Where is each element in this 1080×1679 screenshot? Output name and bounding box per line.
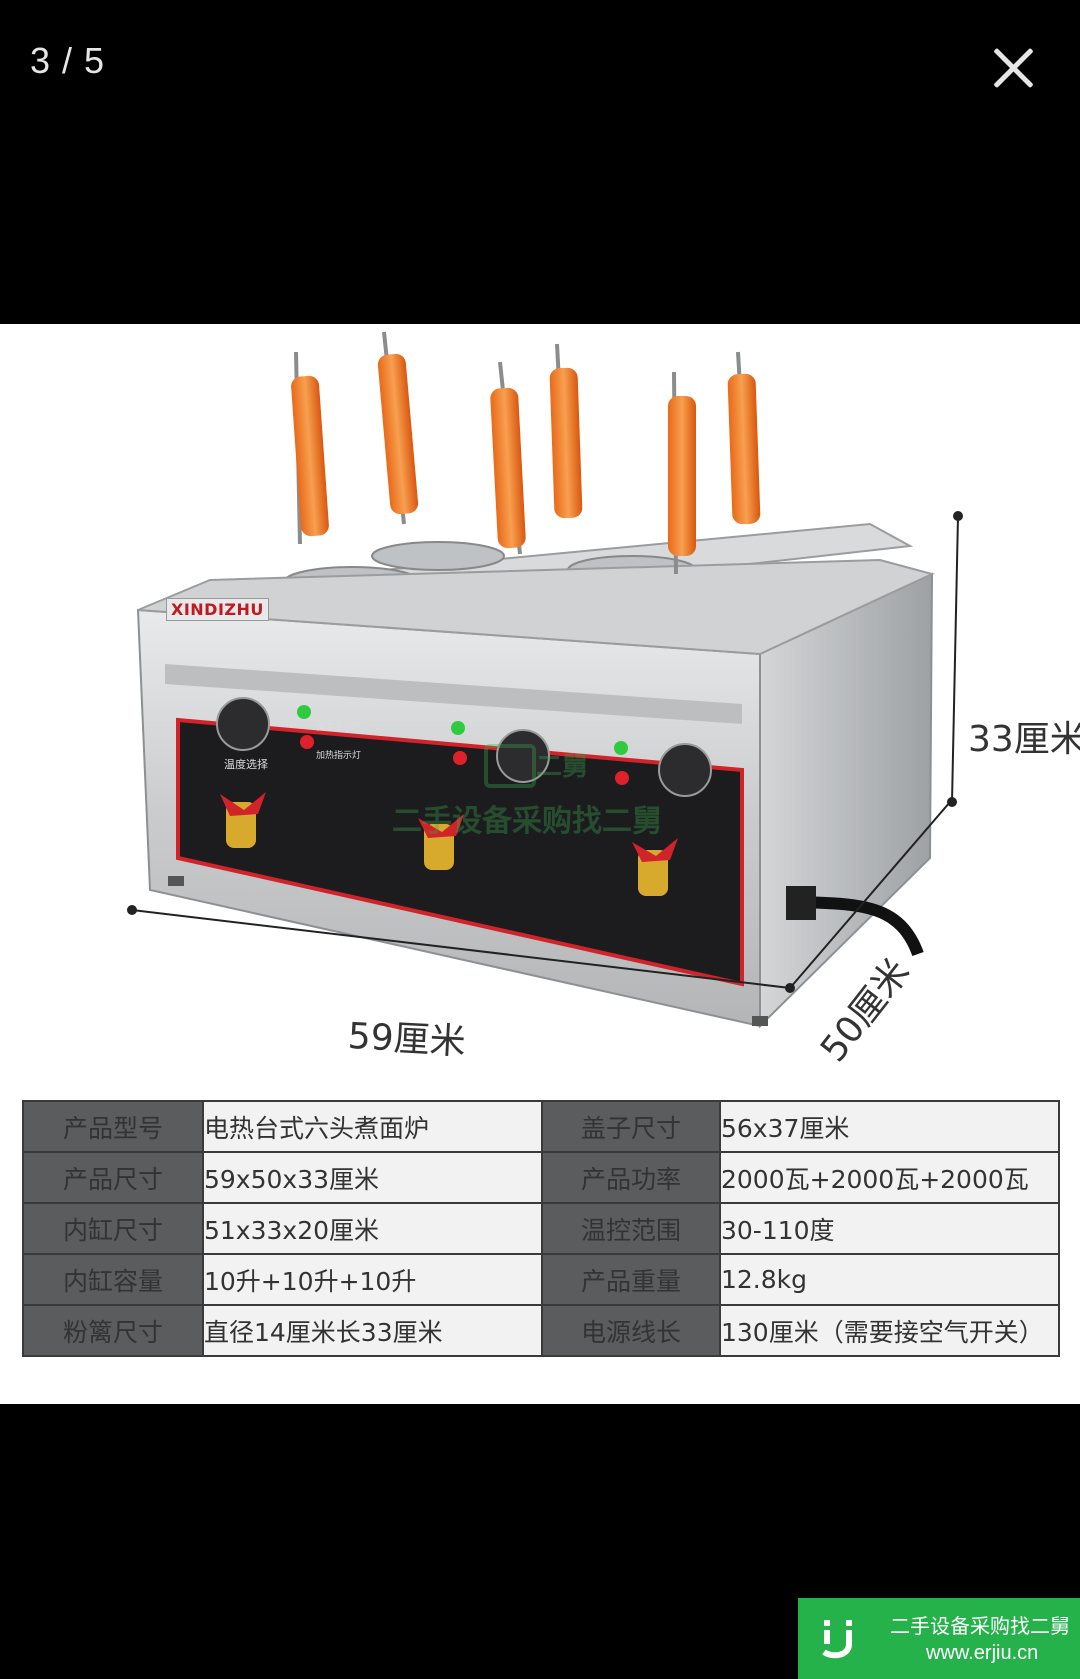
spec-value: 直径14厘米长33厘米 (202, 1304, 543, 1357)
spec-value: 12.8kg (719, 1253, 1060, 1306)
noodle-cooker-illustration (127, 331, 963, 1029)
spec-label: 温控范围 (541, 1202, 721, 1255)
height-dimension: 33厘米 (968, 719, 1080, 760)
spec-label: 盖子尺寸 (541, 1100, 721, 1153)
spec-label: 产品功率 (541, 1151, 721, 1204)
spec-label: 内缸尺寸 (22, 1202, 204, 1255)
spec-value: 56x37厘米 (719, 1100, 1060, 1153)
control-label: 加热指示灯 (316, 751, 362, 761)
spec-label: 产品重量 (541, 1253, 721, 1306)
width-dimension: 59厘米 (346, 1015, 467, 1064)
control-label: 恒温指示灯 (316, 723, 362, 733)
watermark-logo-icon (484, 744, 536, 788)
spec-value: 59x50x33厘米 (202, 1151, 543, 1204)
spec-value: 2000瓦+2000瓦+2000瓦 (719, 1151, 1060, 1204)
spec-label: 电源线长 (541, 1304, 721, 1357)
watermark-text: 二手设备采购找二舅 (392, 804, 662, 839)
brand-badge[interactable]: 二手设备采购找二舅 www.erjiu.cn (798, 1598, 1080, 1679)
spec-value: 10升+10升+10升 (202, 1253, 543, 1306)
control-label: 温度选择 (224, 758, 268, 771)
spec-label: 产品型号 (22, 1100, 204, 1153)
spec-value: 30-110度 (719, 1202, 1060, 1255)
image-counter: 3 / 5 (30, 40, 106, 81)
product-image: XINDIZHU 温度选择 恒温指示灯 加热指示灯 59厘米 33厘米 50厘米… (0, 324, 1080, 1404)
erjiu-logo-icon (822, 1620, 852, 1659)
brand-name: 二手设备采购找二舅 (890, 1614, 1070, 1638)
spec-value: 51x33x20厘米 (202, 1202, 543, 1255)
spec-value: 130厘米（需要接空气开关） (719, 1304, 1060, 1357)
brand-url: www.erjiu.cn (926, 1642, 1039, 1664)
brand-label: XINDIZHU (166, 598, 269, 621)
spec-label: 粉篱尺寸 (22, 1304, 204, 1357)
spec-value: 电热台式六头煮面炉 (202, 1100, 543, 1153)
watermark-logo-text: 二舅 (536, 752, 589, 782)
spec-label: 产品尺寸 (22, 1151, 204, 1204)
spec-label: 内缸容量 (22, 1253, 204, 1306)
close-icon[interactable] (985, 40, 1041, 96)
